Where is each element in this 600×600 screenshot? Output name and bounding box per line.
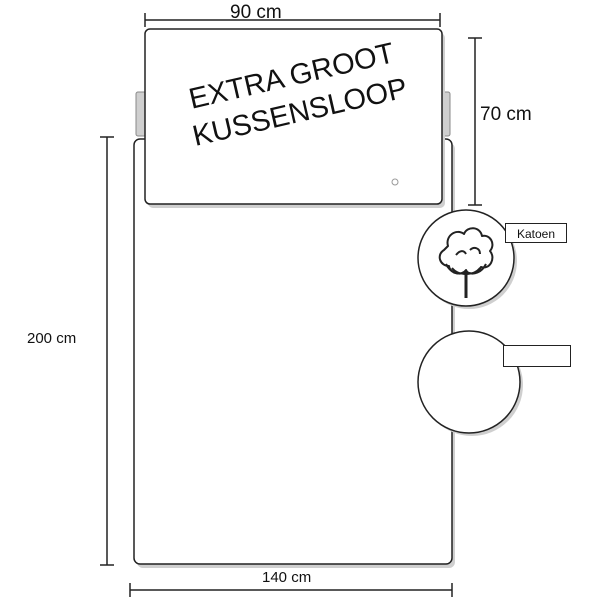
- blank-material-circle: [417, 330, 523, 436]
- sheet-height-label: 200 cm: [27, 330, 77, 347]
- blank-badge: [503, 345, 571, 367]
- pillow-height-dimension-line: [468, 37, 482, 206]
- pillow-shape: [144, 28, 445, 208]
- pillow-width-label: 90 cm: [230, 2, 282, 23]
- material-badge: Katoen: [505, 223, 567, 243]
- sheet-height-dimension-line: [100, 136, 114, 566]
- cotton-flower-icon: [438, 227, 494, 298]
- sheet-shape: [133, 138, 455, 568]
- pillow-width-dimension-line: [144, 13, 441, 27]
- sheet-width-label: 140 cm: [262, 569, 312, 586]
- pillow-height-label: 70 cm: [480, 104, 532, 125]
- sheet-width-dimension-line: [129, 583, 453, 597]
